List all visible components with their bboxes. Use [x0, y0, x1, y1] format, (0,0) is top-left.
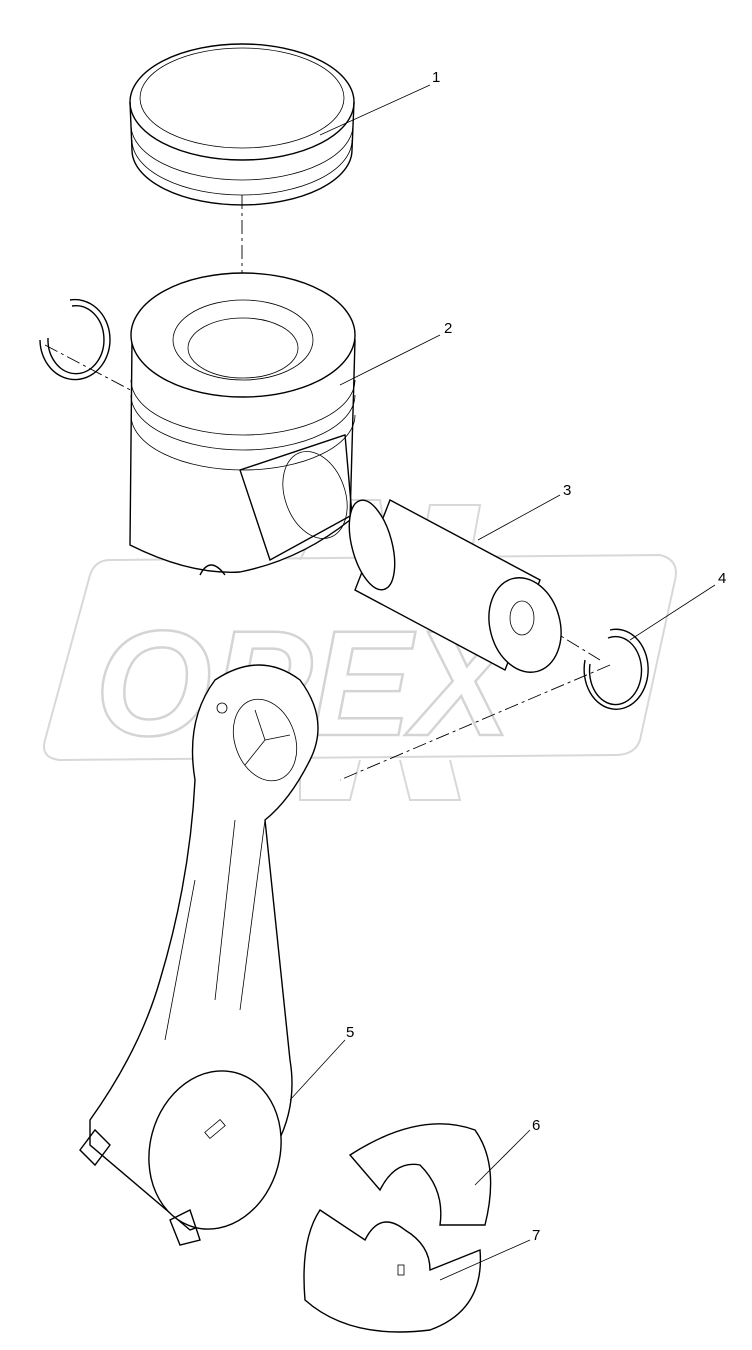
piston-rings	[129, 43, 355, 206]
connecting-rod	[79, 664, 319, 1246]
leader-lines	[289, 84, 716, 1281]
piston-pin	[348, 499, 562, 673]
centerline-ring-left	[44, 344, 141, 396]
bearing-shell-upper	[348, 1123, 492, 1226]
callout-6: 6	[532, 1117, 540, 1134]
bearing-shell-lower	[303, 1209, 482, 1333]
callout-7: 7	[532, 1227, 540, 1244]
retaining-ring-right	[583, 628, 649, 710]
piston	[129, 272, 356, 576]
callout-1: 1	[432, 69, 440, 86]
callout-2: 2	[444, 320, 452, 337]
retaining-ring-left	[39, 298, 111, 381]
callout-5: 5	[346, 1024, 354, 1041]
callout-4: 4	[718, 570, 726, 587]
callout-3: 3	[563, 482, 571, 499]
